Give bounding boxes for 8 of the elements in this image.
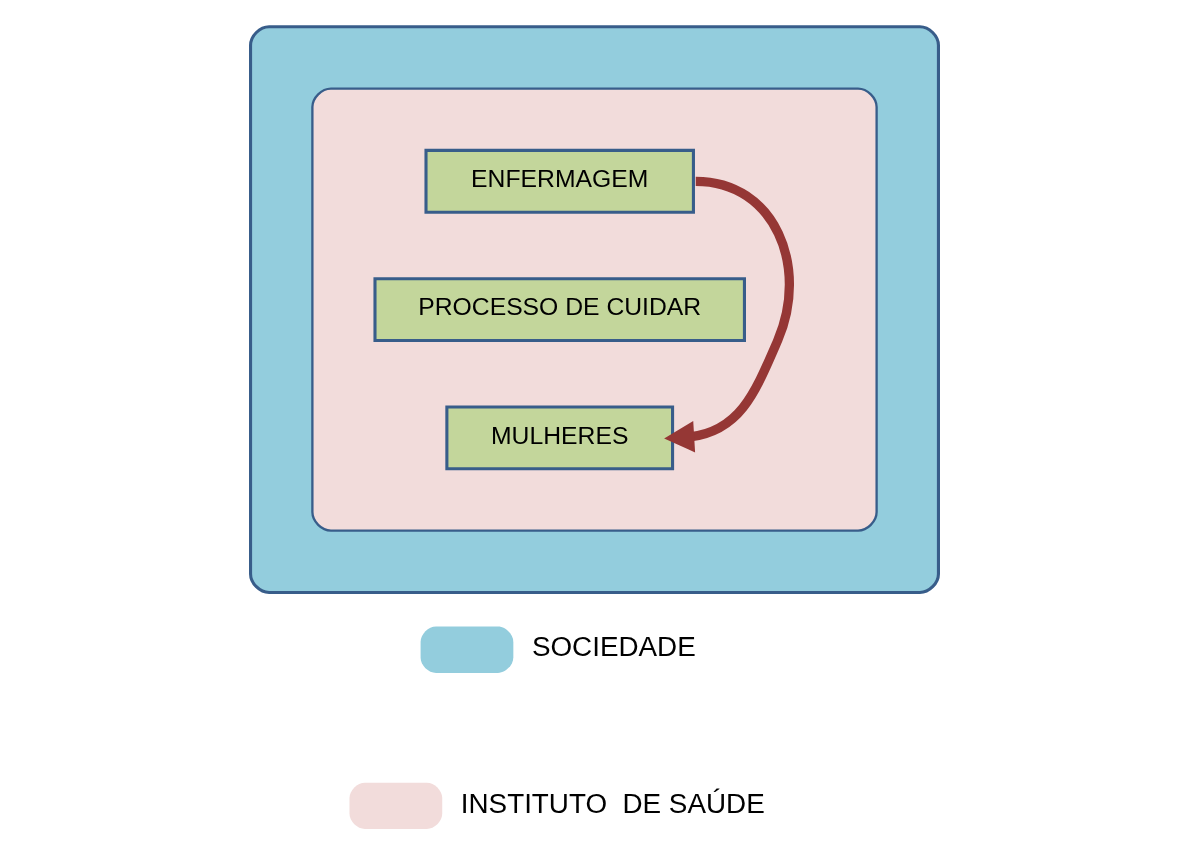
- node-box: PROCESSO DE CUIDAR: [372, 277, 746, 343]
- legend-label: SOCIEDADE: [531, 631, 696, 663]
- legend-label: INSTITUTO DE SAÚDE: [460, 787, 765, 819]
- arrow: [663, 176, 794, 453]
- node-box: MULHERES: [444, 405, 674, 471]
- node-box: ENFERMAGEM: [423, 148, 695, 214]
- cluster: [310, 87, 878, 532]
- cluster: [248, 25, 940, 595]
